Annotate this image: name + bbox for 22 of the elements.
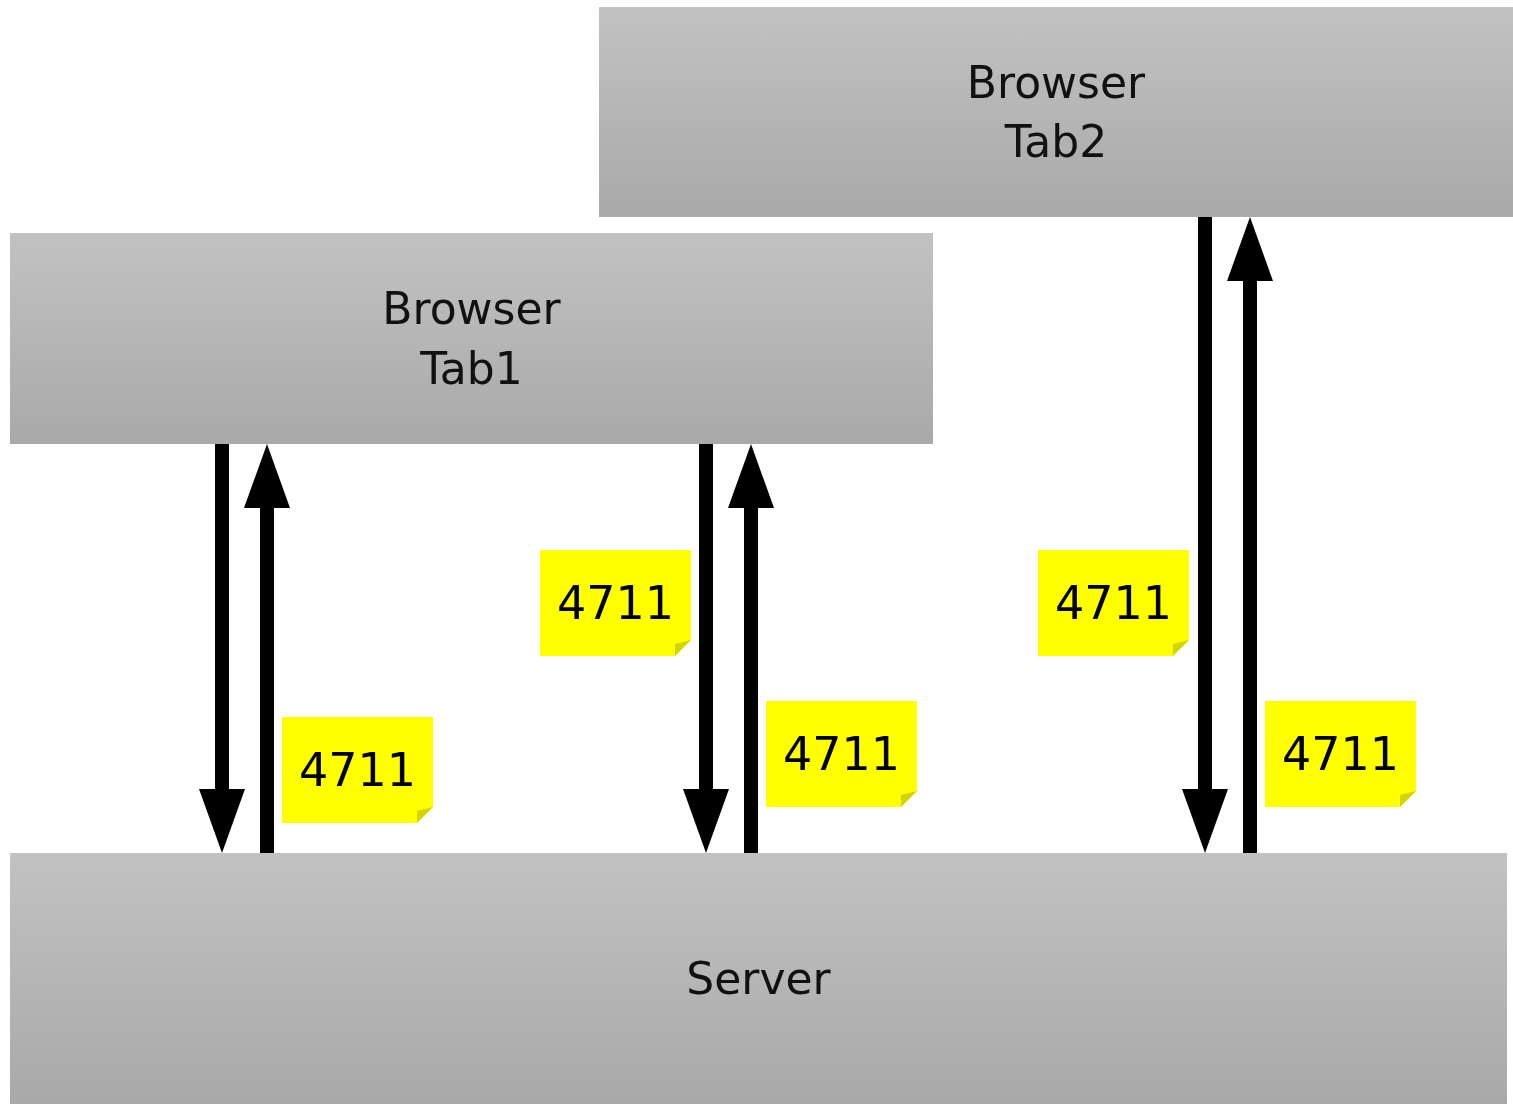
process-box: [599, 7, 1513, 217]
note-text: 4711: [782, 727, 901, 781]
note-text: 4711: [298, 743, 417, 797]
process-box: [10, 233, 933, 444]
sticky-note: [1038, 550, 1189, 656]
box-label: Browser Tab2: [966, 55, 1146, 169]
arrow: [1182, 217, 1228, 853]
note-text: 4711: [1054, 576, 1173, 630]
box-label: Browser Tab1: [382, 282, 561, 396]
note-text: 4711: [1281, 727, 1400, 781]
process-box: [10, 853, 1507, 1104]
arrow: [683, 444, 729, 853]
arrow: [728, 444, 774, 853]
note-text: 4711: [556, 576, 675, 630]
box-label: Server: [686, 951, 831, 1006]
sticky-note: [1265, 701, 1416, 807]
arrow: [199, 444, 245, 853]
sticky-note: [766, 701, 917, 807]
sticky-note: [282, 717, 433, 823]
arrow: [1227, 217, 1273, 853]
arrow: [244, 444, 290, 853]
sticky-note: [540, 550, 691, 656]
